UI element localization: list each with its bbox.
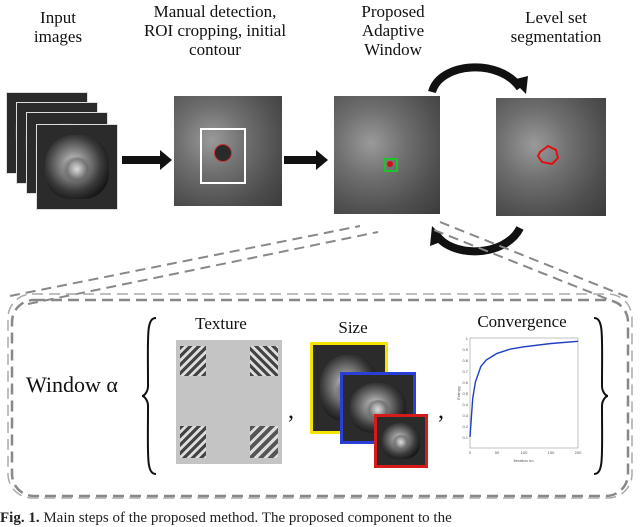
arrow-roi-to-window [284, 150, 328, 170]
left-brace [141, 317, 157, 475]
curved-arrow-to-window [430, 225, 524, 256]
level-set-panel [496, 98, 606, 216]
y-tick-label: 0.8 [462, 358, 468, 363]
size-title: Size [338, 318, 368, 337]
size-frame-small [374, 414, 428, 468]
roi-box [200, 128, 246, 184]
texture-panel [176, 340, 282, 464]
convergence-line [469, 340, 579, 438]
stage-label-level-set: Level set segmentation [510, 8, 602, 46]
curved-arrow-to-level-set [428, 63, 528, 94]
stage-label-adaptive-window: Proposed Adaptive Window [361, 2, 425, 59]
y-tick-label: 0.7 [462, 369, 468, 374]
gabor-filter-3 [180, 426, 206, 458]
adaptive-window-box [384, 158, 398, 172]
expansion-dashed-lines [9, 221, 631, 305]
caption-text: Main steps of the proposed method. The p… [43, 510, 452, 526]
y-axis-label: Entropy [456, 386, 461, 400]
caption-label: Fig. 1. [0, 510, 40, 526]
y-tick-label: 1 [466, 336, 469, 341]
convergence-plot: 0.1 0.2 0.3 0.4 0.5 0.6 0.7 0.8 0.9 1 0 50 100 150 200… [456, 332, 584, 466]
input-image-stack [6, 92, 118, 212]
stage-label-input: Input images [33, 8, 83, 46]
gabor-filter-1 [180, 346, 206, 376]
figure-caption: Fig. 1. Main steps of the proposed metho… [0, 510, 452, 527]
x-tick-label: 200 [575, 450, 582, 455]
convergence-title: Convergence [477, 312, 567, 331]
y-tick-label: 0.6 [462, 380, 468, 385]
y-tick-label: 0.5 [462, 391, 468, 396]
x-tick-label: 0 [469, 450, 472, 455]
stage-label-roi: Manual detection, ROI cropping, initial … [143, 2, 287, 59]
right-brace [593, 317, 609, 475]
y-tick-label: 0.1 [462, 435, 468, 440]
adaptive-window-panel [334, 96, 440, 214]
segmentation-contour [536, 144, 560, 166]
initial-contour [214, 144, 232, 162]
gabor-filter-2 [250, 346, 278, 376]
x-tick-label: 150 [548, 450, 555, 455]
y-tick-label: 0.4 [462, 402, 468, 407]
texture-title: Texture [195, 314, 247, 333]
y-tick-label: 0.9 [462, 347, 468, 352]
size-panel [308, 342, 430, 468]
separator-comma-2: , [438, 398, 444, 424]
x-tick-label: 100 [521, 450, 528, 455]
plot-frame [469, 337, 579, 449]
gabor-filter-4 [250, 426, 278, 458]
input-scan-4 [36, 124, 118, 210]
roi-panel [174, 96, 282, 206]
arrow-input-to-roi [122, 150, 172, 170]
x-axis-label: Iteration no. [513, 458, 534, 463]
separator-comma-1: , [288, 398, 294, 424]
window-alpha-label: Window α [26, 372, 118, 397]
x-tick-label: 50 [495, 450, 500, 455]
window-contour-dot [387, 161, 393, 167]
y-tick-label: 0.3 [462, 413, 468, 418]
y-tick-label: 0.2 [462, 424, 468, 429]
